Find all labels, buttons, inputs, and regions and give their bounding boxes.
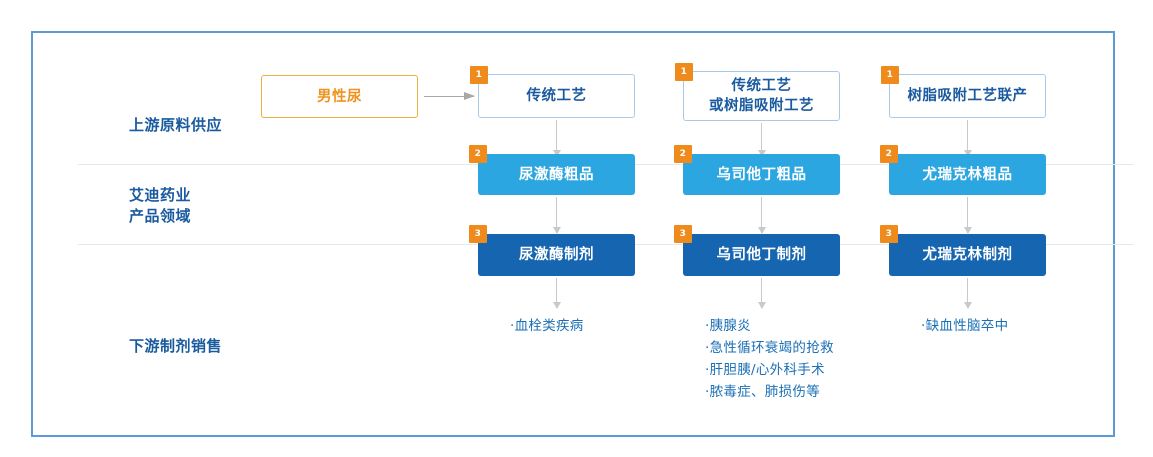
badge-prep-col1: 3 xyxy=(469,225,487,243)
source-box-male-urine[interactable]: 男性尿 xyxy=(261,75,418,118)
badge-prep-col2: 3 xyxy=(674,225,692,243)
badge-process-col3: 1 xyxy=(881,66,899,84)
badge-crude-col2: 2 xyxy=(674,145,692,163)
indication-item: ·脓毒症、肺损伤等 xyxy=(705,384,820,400)
crude-box-col1[interactable]: 2 尿激酶粗品 xyxy=(469,145,635,195)
arrow-col2-process-to-crude xyxy=(757,123,766,157)
arrow-col1-process-to-crude xyxy=(552,120,561,157)
indication-item: ·胰腺炎 xyxy=(705,318,751,334)
process-label-col1: 传统工艺 xyxy=(526,88,587,104)
indications-col2: ·胰腺炎 ·急性循环衰竭的抢救 ·肝胆胰/心外科手术 ·脓毒症、肺损伤等 xyxy=(705,315,834,403)
row-label-upstream: 上游原料供应 xyxy=(129,116,223,134)
prep-box-col1[interactable]: 3 尿激酶制剂 xyxy=(469,225,635,276)
indication-item: ·肝胆胰/心外科手术 xyxy=(705,362,825,378)
process-label-col2: 传统工艺 或树脂吸附工艺 xyxy=(709,78,814,114)
arrow-source-to-process xyxy=(424,92,475,100)
badge-process-col2: 1 xyxy=(675,63,693,81)
arrow-col2-crude-to-prep xyxy=(757,197,766,234)
diagram-frame: 上游原料供应 艾迪药业 产品领域 下游制剂销售 男性尿 1 传统工艺 2 尿激酶… xyxy=(31,31,1134,437)
process-box-col2[interactable]: 1 传统工艺 或树脂吸附工艺 xyxy=(675,63,840,121)
arrow-col3-process-to-crude xyxy=(963,120,972,157)
crude-label-col1: 尿激酶粗品 xyxy=(519,166,594,183)
source-box-label: 男性尿 xyxy=(317,88,362,105)
crude-box-col3[interactable]: 2 尤瑞克林粗品 xyxy=(880,145,1046,195)
indication-item: ·血栓类疾病 xyxy=(510,318,584,334)
prep-label-col3: 尤瑞克林制剂 xyxy=(922,247,1013,263)
badge-prep-col3: 3 xyxy=(880,225,898,243)
row-label-midstream: 艾迪药业 产品领域 xyxy=(129,186,192,225)
badge-process-col1: 1 xyxy=(470,66,488,84)
arrow-col1-crude-to-prep xyxy=(552,197,561,234)
crude-label-col3: 尤瑞克林粗品 xyxy=(922,166,1013,183)
arrow-col3-crude-to-prep xyxy=(963,197,972,234)
arrow-col3-prep-to-indications xyxy=(963,278,972,309)
indications-col1: ·血栓类疾病 xyxy=(510,315,584,337)
prep-box-col2[interactable]: 3 乌司他丁制剂 xyxy=(674,225,840,276)
crude-label-col2: 乌司他丁粗品 xyxy=(716,166,807,183)
arrow-col1-prep-to-indications xyxy=(552,278,561,309)
indication-item: ·急性循环衰竭的抢救 xyxy=(705,340,834,356)
prep-label-col2: 乌司他丁制剂 xyxy=(716,247,807,263)
arrow-col2-prep-to-indications xyxy=(757,278,766,309)
indications-col3: ·缺血性脑卒中 xyxy=(921,315,1008,337)
badge-crude-col1: 2 xyxy=(469,145,487,163)
indication-item: ·缺血性脑卒中 xyxy=(921,318,1009,334)
process-box-col1[interactable]: 1 传统工艺 xyxy=(470,66,635,118)
process-label-col3: 树脂吸附工艺联产 xyxy=(907,88,1028,104)
prep-box-col3[interactable]: 3 尤瑞克林制剂 xyxy=(880,225,1046,276)
row-label-downstream: 下游制剂销售 xyxy=(129,337,223,355)
process-box-col3[interactable]: 1 树脂吸附工艺联产 xyxy=(881,66,1046,118)
badge-crude-col3: 2 xyxy=(880,145,898,163)
prep-label-col1: 尿激酶制剂 xyxy=(519,247,594,263)
crude-box-col2[interactable]: 2 乌司他丁粗品 xyxy=(674,145,840,195)
